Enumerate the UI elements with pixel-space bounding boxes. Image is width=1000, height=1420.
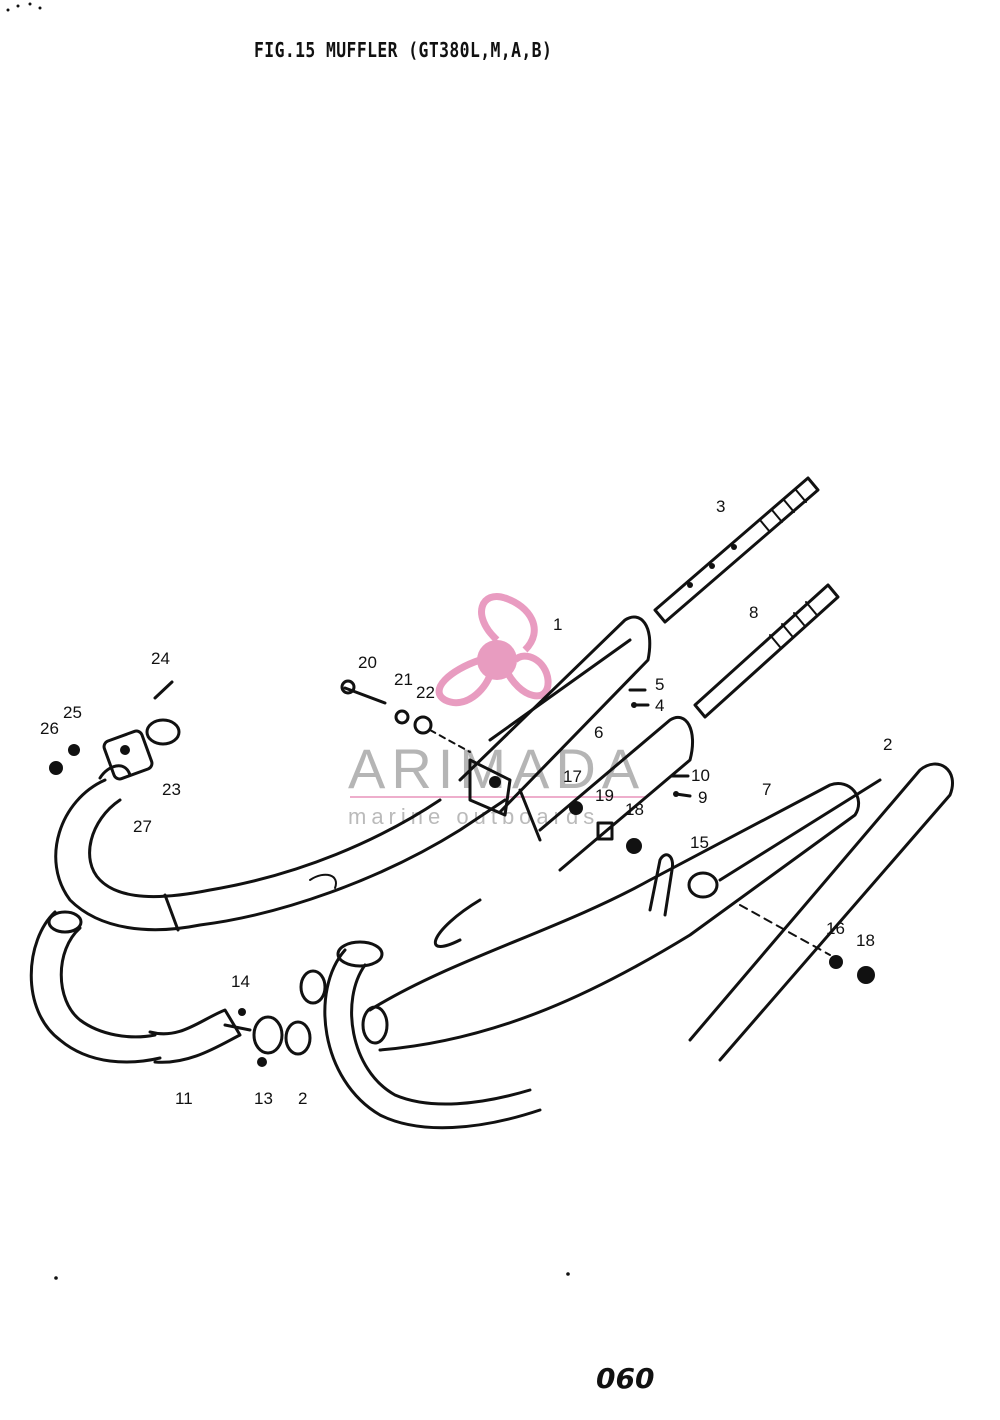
- callout-16: 16: [826, 919, 845, 938]
- bolt-20: [340, 679, 387, 705]
- callout-7: 7: [762, 780, 772, 799]
- muffler-6: [433, 716, 695, 948]
- bracket: [468, 758, 542, 842]
- callout-19: 19: [595, 786, 614, 805]
- flange-27: [98, 729, 154, 781]
- gasket-23: [145, 718, 181, 746]
- scan-specks: [6, 2, 570, 1280]
- exhaust-pipe-upper: [54, 778, 507, 932]
- callout-2b: 2: [298, 1089, 308, 1108]
- callout-25: 25: [63, 703, 82, 722]
- callout-5: 5: [655, 675, 665, 694]
- nut-18a: [626, 838, 642, 854]
- bracket-lower: [648, 853, 675, 917]
- grommet-16: [829, 955, 843, 969]
- callout-15: 15: [690, 833, 709, 852]
- y-pipe-11: [148, 1008, 252, 1064]
- nut-22: [413, 715, 433, 735]
- callout-20: 20: [358, 653, 377, 672]
- callout-24: 24: [151, 649, 170, 668]
- spacer-15: [687, 871, 719, 899]
- callout-10: 10: [691, 766, 710, 785]
- callout-6: 6: [594, 723, 604, 742]
- callout-4: 4: [655, 696, 665, 715]
- exhaust-pipe-lower-right: [299, 940, 542, 1130]
- callout-23: 23: [162, 780, 181, 799]
- callout-18: 18: [625, 800, 644, 819]
- nut-26: [49, 761, 63, 775]
- spacer-19: [596, 821, 614, 841]
- washer-9: [673, 791, 692, 798]
- callout-21: 21: [394, 670, 413, 689]
- callout-17: 17: [563, 767, 582, 786]
- stud-24: [153, 680, 174, 700]
- muffler-2: [688, 762, 954, 1062]
- page-number: 060: [596, 1362, 655, 1395]
- figure-title: FIG.15 MUFFLER (GT380L,M,A,B): [254, 38, 553, 62]
- callout-26: 26: [40, 719, 59, 738]
- callout-11: 11: [175, 1089, 193, 1108]
- propeller-icon: [435, 593, 552, 707]
- bolt-14: [238, 1008, 246, 1016]
- callout-27: 27: [133, 817, 152, 836]
- watermark-divider: [350, 796, 646, 798]
- washer-4: [631, 702, 650, 708]
- exhaust-pipe-lower-left: [29, 910, 162, 1064]
- muffler-7: [361, 782, 861, 1052]
- muffler-1: [458, 615, 652, 814]
- clamp-13: [252, 1015, 284, 1067]
- nut-18b: [857, 966, 875, 984]
- watermark-tagline: marine outboards: [348, 804, 600, 829]
- washer-25: [68, 744, 80, 756]
- sleeve-2: [284, 1020, 312, 1056]
- callout-13: 13: [254, 1089, 273, 1108]
- tail-pipe-8: [693, 583, 840, 719]
- grommet-17: [569, 801, 583, 815]
- washer-21: [394, 709, 410, 725]
- callout-14: 14: [231, 972, 250, 991]
- callout-9: 9: [698, 788, 708, 807]
- callout-1: 1: [553, 615, 563, 634]
- callout-18b: 18: [856, 931, 875, 950]
- callout-3: 3: [716, 497, 726, 516]
- callout-8: 8: [749, 603, 759, 622]
- callout-22: 22: [416, 683, 435, 702]
- callout-2: 2: [883, 735, 893, 754]
- tail-pipe-3: [653, 476, 820, 624]
